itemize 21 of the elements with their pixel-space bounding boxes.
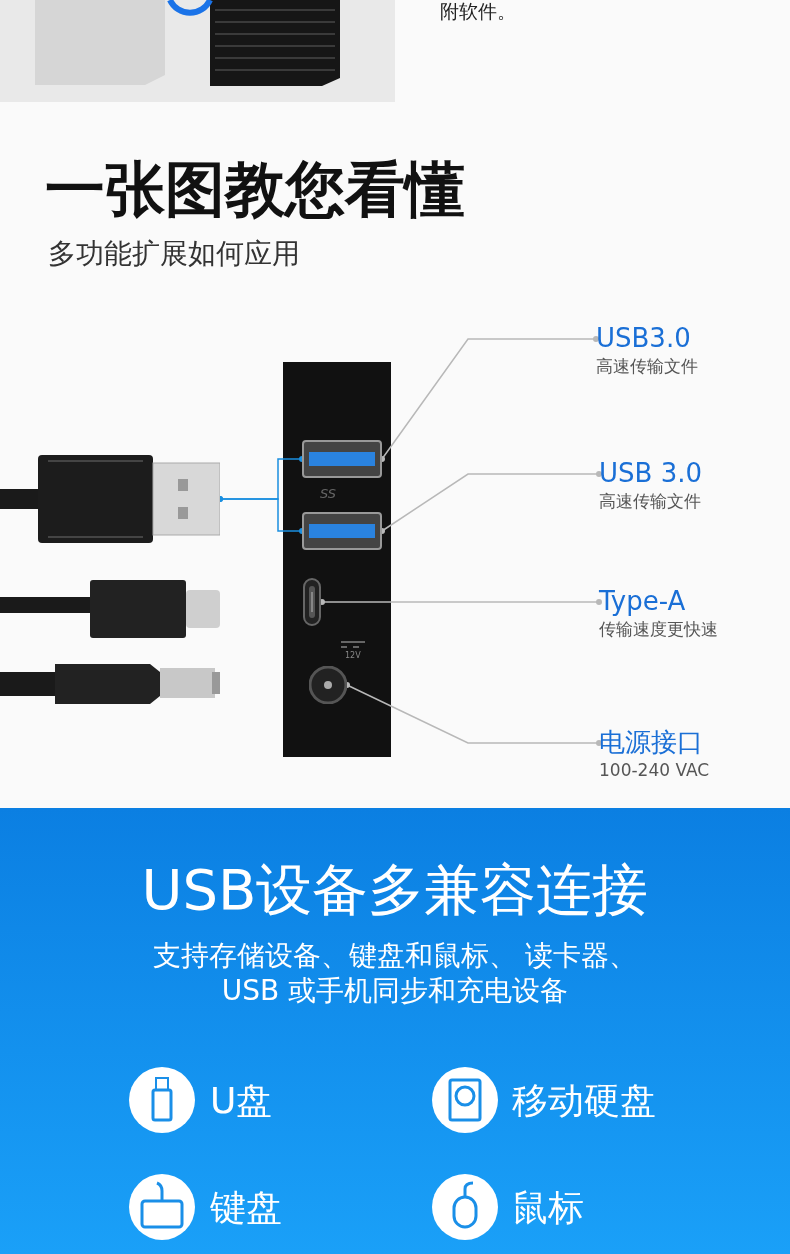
port-description: 100-240 VAC xyxy=(599,759,710,782)
device-label: 键盘 xyxy=(210,1186,282,1230)
device-label: U盘 xyxy=(210,1079,273,1123)
port-name: USB3.0 xyxy=(596,322,692,354)
port-marking: SS xyxy=(320,486,337,503)
voltage-marking: 12V xyxy=(345,651,361,661)
port-name: Type-A xyxy=(599,585,687,617)
device-label: 鼠标 xyxy=(512,1186,584,1230)
subtitle: 多功能扩展如何应用 xyxy=(48,236,300,271)
section-title: USB设备多兼容连接 xyxy=(140,856,650,924)
port-name: 电源接口 xyxy=(599,726,704,758)
headline: 一张图教您看懂 xyxy=(45,153,465,226)
note-text: 附软件。 xyxy=(440,0,516,24)
port-description: 高速传输文件 xyxy=(596,355,698,378)
port-name: USB 3.0 xyxy=(599,457,702,489)
port-description: 传输速度更快速 xyxy=(599,618,718,641)
leader-line xyxy=(319,599,602,605)
leader-line xyxy=(344,682,602,746)
port-description: 高速传输文件 xyxy=(599,490,702,513)
section-subtitle: 支持存储设备、键盘和鼠标、 读卡器、USB 或手机同步和充电设备 xyxy=(151,938,639,1008)
device-label: 移动硬盘 xyxy=(512,1079,656,1123)
